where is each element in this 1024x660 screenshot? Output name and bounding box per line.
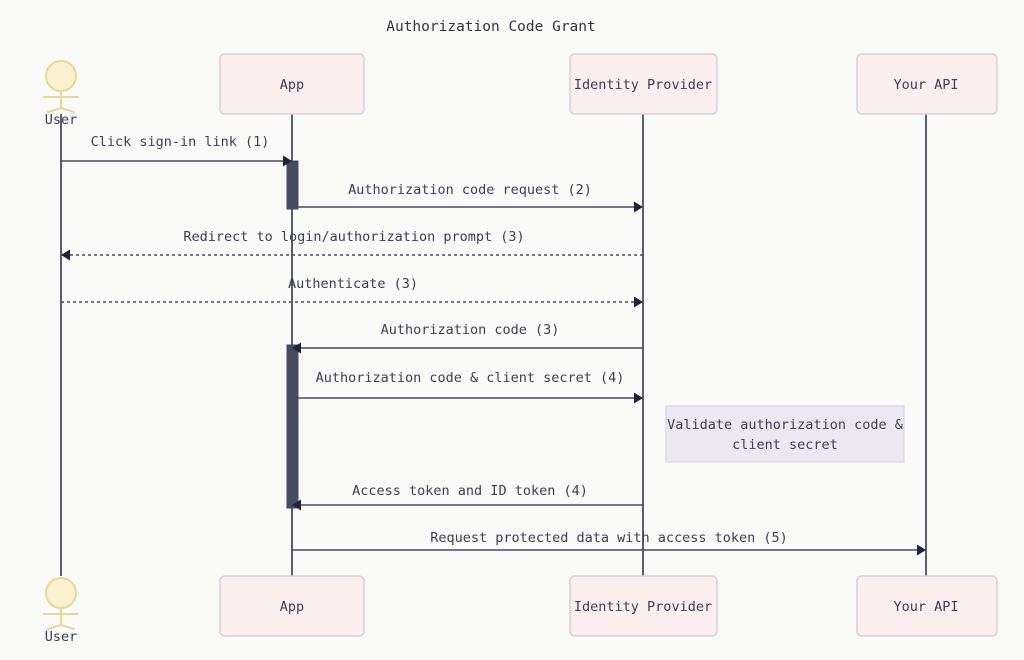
participant-box-api-bottom[interactable] xyxy=(856,575,998,637)
note-box-validate-note xyxy=(665,405,905,463)
message-arrowhead-7 xyxy=(292,499,301,511)
participant-box-api-top[interactable] xyxy=(856,53,998,115)
message-label-6: Authorization code & client secret (4) xyxy=(316,370,625,386)
message-label-1: Click sign-in link (1) xyxy=(91,134,270,150)
actor-leg-left-icon xyxy=(47,624,62,630)
actor-head-icon xyxy=(45,60,77,92)
message-arrowhead-1 xyxy=(283,155,292,167)
message-label-8: Request protected data with access token… xyxy=(430,530,788,546)
participant-idp-top[interactable]: Identity Provider xyxy=(569,53,718,115)
participant-box-app-bottom[interactable] xyxy=(219,575,365,637)
notes-layer: Validate authorization code & client secr… xyxy=(665,405,905,463)
participant-box-idp-top[interactable] xyxy=(569,53,718,115)
message-label-4: Authenticate (3) xyxy=(288,276,418,292)
message-arrowhead-3 xyxy=(61,249,70,261)
participant-box-idp-bottom[interactable] xyxy=(569,575,718,637)
actor-user-top[interactable]: User xyxy=(43,60,79,128)
activations-layer xyxy=(286,160,299,509)
participant-app-bottom[interactable]: App xyxy=(219,575,365,637)
participant-label-idp-top: Identity Provider xyxy=(574,77,712,93)
actor-head-icon xyxy=(45,577,77,609)
message-2: Authorization code request (2) xyxy=(292,182,643,213)
message-label-5: Authorization code (3) xyxy=(381,322,560,338)
participant-label-api-bottom: Your API xyxy=(893,599,958,615)
activation-bar-app-2 xyxy=(286,344,299,509)
participant-label-api-top: Your API xyxy=(893,77,958,93)
participant-label-app-bottom: App xyxy=(280,599,304,615)
participant-label-idp-bottom: Identity Provider xyxy=(574,599,712,615)
message-label-7: Access token and ID token (4) xyxy=(352,483,588,499)
message-7: Access token and ID token (4) xyxy=(292,483,643,511)
participant-api-bottom[interactable]: Your API xyxy=(856,575,998,637)
activation-bar-app-1 xyxy=(286,160,299,210)
actor-label-user-bottom: User xyxy=(45,629,78,645)
message-arrowhead-2 xyxy=(634,201,643,213)
message-5: Authorization code (3) xyxy=(292,322,643,354)
message-label-2: Authorization code request (2) xyxy=(348,182,592,198)
message-arrowhead-8 xyxy=(917,544,926,556)
note-text-line-1: Validate authorization code & xyxy=(667,417,904,433)
participant-idp-bottom[interactable]: Identity Provider xyxy=(569,575,718,637)
message-arrowhead-6 xyxy=(634,392,643,404)
actor-label-user-top: User xyxy=(45,112,78,128)
messages-layer: Click sign-in link (1) Authorization code… xyxy=(61,134,926,556)
message-6: Authorization code & client secret (4) xyxy=(292,370,643,404)
note-validate-note: Validate authorization code & client secr… xyxy=(665,405,905,463)
participant-label-app-top: App xyxy=(280,77,304,93)
message-8: Request protected data with access token… xyxy=(292,530,926,556)
message-label-3: Redirect to login/authorization prompt (… xyxy=(183,229,524,245)
participant-app-top[interactable]: App xyxy=(219,53,365,115)
actor-leg-right-icon xyxy=(60,107,75,113)
message-4: Authenticate (3) xyxy=(61,276,643,308)
actor-user-bottom[interactable]: User xyxy=(43,577,79,645)
message-arrowhead-5 xyxy=(292,342,301,354)
note-text-line-2: client secret xyxy=(732,437,838,453)
participant-api-top[interactable]: Your API xyxy=(856,53,998,115)
message-1: Click sign-in link (1) xyxy=(61,134,292,167)
participant-box-app-top[interactable] xyxy=(219,53,365,115)
message-3: Redirect to login/authorization prompt (… xyxy=(61,229,643,261)
diagram-title: Authorization Code Grant xyxy=(386,19,596,35)
message-arrowhead-4 xyxy=(634,296,643,308)
actor-leg-right-icon xyxy=(60,624,75,630)
actor-leg-left-icon xyxy=(47,107,62,113)
